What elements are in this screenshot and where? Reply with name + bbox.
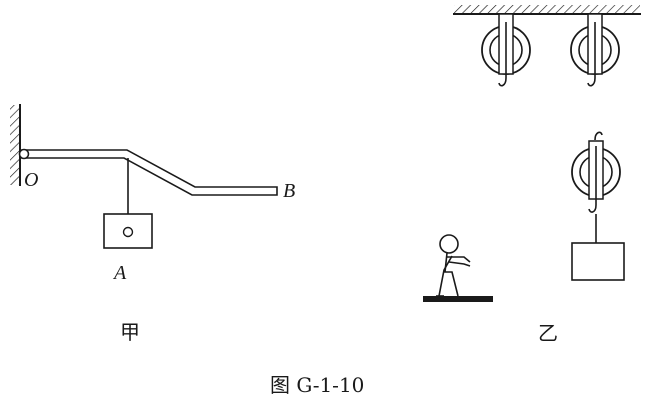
weight-label: A bbox=[112, 262, 127, 284]
left-panel-caption: 甲 bbox=[120, 320, 140, 344]
wall bbox=[10, 104, 21, 186]
pivot-label: O bbox=[24, 169, 38, 191]
fixed-pulley-2 bbox=[570, 13, 620, 87]
end-label: B bbox=[283, 180, 295, 202]
lever-bar bbox=[21, 149, 278, 196]
weight-block bbox=[103, 213, 153, 249]
ground-platform bbox=[423, 296, 493, 302]
person-icon bbox=[436, 234, 471, 297]
right-panel-caption: 乙 bbox=[538, 321, 558, 345]
figure-caption: 图 G-1-10 bbox=[270, 373, 364, 397]
pulley-panel: 乙 bbox=[423, 5, 641, 345]
movable-pulley bbox=[571, 131, 621, 213]
fixed-pulley-1 bbox=[481, 13, 531, 87]
pivot-icon bbox=[18, 148, 30, 160]
lever-panel: O B A 甲 bbox=[10, 104, 295, 344]
load-block bbox=[571, 242, 625, 281]
ceiling bbox=[453, 5, 641, 15]
